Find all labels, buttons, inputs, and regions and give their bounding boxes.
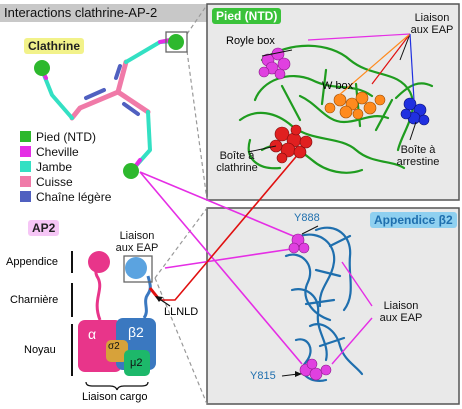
legend-swatch-cuisse xyxy=(20,176,31,187)
ap2-mu2-label: μ2 xyxy=(130,357,143,369)
legend-swatch-pied xyxy=(20,131,31,142)
ap2-mu2-subunit xyxy=(124,350,150,376)
legend-item-jambe: Jambe xyxy=(20,160,72,174)
ap2-label: AP2 xyxy=(28,220,60,236)
y815-residues xyxy=(299,358,332,381)
pied-panel-label: Pied (NTD) xyxy=(212,8,282,24)
ap2-beta2-appendage xyxy=(125,257,147,279)
pied-panel-frame xyxy=(206,3,460,201)
figure-title: Interactions clathrine-AP-2 xyxy=(0,4,226,22)
connector-llnld-clathrinbox xyxy=(158,151,301,301)
arrestin-box-residues xyxy=(400,97,430,126)
foot-zoom-box xyxy=(165,31,188,53)
legend-swatch-chaine-legere xyxy=(20,191,31,202)
ap2-beta2-label: β2 xyxy=(128,324,144,340)
ap2-noyau-label: Noyau xyxy=(24,344,56,356)
ap2-sigma2-subunit xyxy=(106,340,128,362)
appendice-panel-label: Appendice β2 xyxy=(370,212,457,228)
zoom-line-bottom-1 xyxy=(154,207,208,279)
connector-eap-appendage xyxy=(164,247,299,269)
legend-item-cuisse: Cuisse xyxy=(20,175,73,189)
connector-foot-y815 xyxy=(139,171,303,365)
ap2-appendice-label: Appendice xyxy=(6,256,58,268)
connector-foot-y888 xyxy=(139,171,299,239)
legend-item-chaine-legere: Chaîne légère xyxy=(20,190,111,204)
legend-swatch-cheville xyxy=(20,146,31,157)
appendice-panel-frame xyxy=(206,207,460,405)
y888-label: Y888 xyxy=(294,212,320,224)
clathrin-foot-2 xyxy=(123,163,139,179)
appendage-structure xyxy=(284,226,364,382)
clathrin-triskelion xyxy=(40,38,177,170)
zoom-line-top-1 xyxy=(186,4,208,35)
ap2-alpha-label: α xyxy=(88,326,97,342)
y888-residues xyxy=(288,233,310,254)
appendage-zoom-box xyxy=(123,255,153,283)
legend-swatch-jambe xyxy=(20,161,31,172)
y815-label: Y815 xyxy=(250,370,276,382)
zoom-line-bottom-2 xyxy=(154,277,208,405)
ap2-cargo-label: Liaison cargo xyxy=(82,391,148,403)
ap2-complex xyxy=(78,251,160,391)
legend-item-cheville: Cheville xyxy=(20,145,79,159)
royle-box-residues xyxy=(258,47,291,80)
legend-item-pied: Pied (NTD) xyxy=(20,130,96,144)
clathrin-box-residues xyxy=(269,124,313,164)
w-box-label: W box xyxy=(322,80,354,92)
zoom-line-top-2 xyxy=(186,50,208,201)
clathrin-label: Clathrine xyxy=(24,38,85,54)
ap2-sigma2-label: σ2 xyxy=(108,341,120,352)
ap2-charniere-label: Charnière xyxy=(10,294,59,306)
clathrin-foot-3 xyxy=(168,34,184,50)
clathrin-foot-1 xyxy=(34,60,50,76)
ap2-alpha-appendage xyxy=(88,251,110,273)
w-box-residues xyxy=(324,91,386,120)
royle-box-label: Royle box xyxy=(226,35,275,47)
ap2-llnld-label: LLNLD xyxy=(164,306,199,318)
